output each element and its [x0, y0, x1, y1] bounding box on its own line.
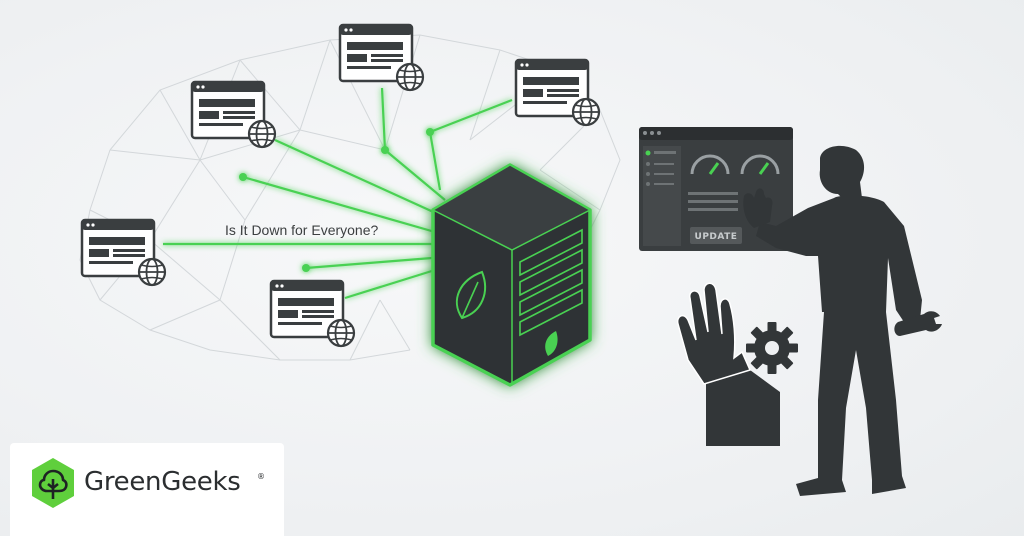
gauge-icon	[690, 154, 730, 175]
brand-logo-card[interactable]: GreenGeeks ®	[10, 443, 284, 536]
stop-hand-icon	[676, 282, 780, 446]
network-status-label: Is It Down for Everyone?	[225, 222, 379, 238]
leaf-hexagon-icon	[32, 458, 74, 508]
update-button[interactable]	[690, 227, 742, 244]
technician-figure	[743, 145, 942, 496]
gear-icon	[746, 322, 798, 374]
browser-window-icon	[338, 23, 425, 92]
registered-mark: ®	[257, 472, 265, 481]
browser-window-icon	[269, 279, 356, 348]
connection-lines	[163, 87, 513, 300]
network-mesh	[79, 34, 621, 361]
server-icon	[431, 163, 592, 387]
wrench-icon	[894, 311, 942, 336]
browser-window-icon	[514, 58, 601, 127]
leaf-icon	[545, 331, 558, 356]
browser-window-icon	[190, 80, 277, 149]
brand-name: GreenGeeks	[84, 467, 241, 497]
connection-nodes	[239, 128, 434, 272]
browser-window-icon	[80, 218, 167, 287]
update-button-label: UPDATE	[695, 232, 738, 242]
gauge-icon	[740, 154, 780, 175]
leaf-icon	[455, 270, 487, 320]
